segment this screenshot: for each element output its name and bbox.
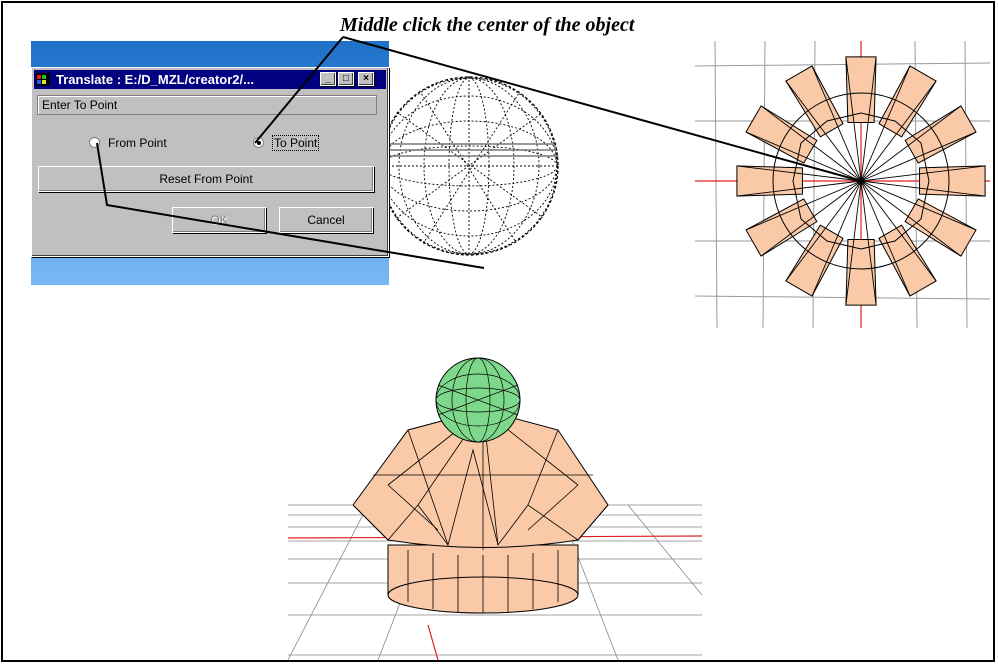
radio-to-point-dot[interactable] xyxy=(253,137,264,148)
dotted-sphere-icon xyxy=(380,76,559,256)
translate-dialog: Translate : E:/D_MZL/creator2/... _ □ × … xyxy=(31,67,389,257)
spoke-line xyxy=(860,180,962,257)
spoke-line xyxy=(811,180,862,297)
spoke-line xyxy=(760,180,862,257)
spoke-line xyxy=(860,180,877,306)
spoke-line xyxy=(845,180,862,306)
app-icon xyxy=(36,73,50,86)
spoke-line xyxy=(860,180,911,297)
top-view-model xyxy=(695,41,990,328)
spoke-line xyxy=(860,180,937,282)
petal-shape xyxy=(785,224,844,297)
prompt-field: Enter To Point xyxy=(37,95,377,115)
petal-shape xyxy=(845,239,877,306)
spoke-line xyxy=(785,180,862,282)
spoke-line xyxy=(860,80,937,182)
dialog-title: Translate : E:/D_MZL/creator2/... xyxy=(56,72,254,87)
radio-from-point-label[interactable]: From Point xyxy=(108,136,167,150)
spoke-line xyxy=(860,105,962,182)
reset-from-point-button[interactable]: Reset From Point xyxy=(38,166,374,192)
spoke-line xyxy=(860,180,977,231)
radio-from-point-dot[interactable] xyxy=(89,137,100,148)
close-icon[interactable]: × xyxy=(358,72,374,86)
radio-to-point-label[interactable]: To Point xyxy=(272,135,320,151)
ok-button[interactable]: OK xyxy=(172,207,266,233)
perspective-view-model xyxy=(288,357,702,660)
maximize-icon[interactable]: □ xyxy=(338,72,354,86)
spoke-line xyxy=(736,180,862,197)
dialog-title-bar[interactable]: Translate : E:/D_MZL/creator2/... _ □ × xyxy=(34,70,386,89)
spoke-line xyxy=(860,180,986,197)
spoke-line xyxy=(860,56,877,182)
petal-shape xyxy=(745,198,818,257)
spoke-line xyxy=(860,65,911,182)
spoke-line xyxy=(860,131,977,182)
spoke-line xyxy=(745,180,862,231)
cancel-button[interactable]: Cancel xyxy=(279,207,373,233)
minimize-icon[interactable]: _ xyxy=(320,72,336,86)
petal-shape xyxy=(878,65,937,138)
caption-text: Middle click the center of the object xyxy=(340,14,635,36)
petal-shape xyxy=(904,198,977,257)
spoke-line xyxy=(860,165,986,182)
